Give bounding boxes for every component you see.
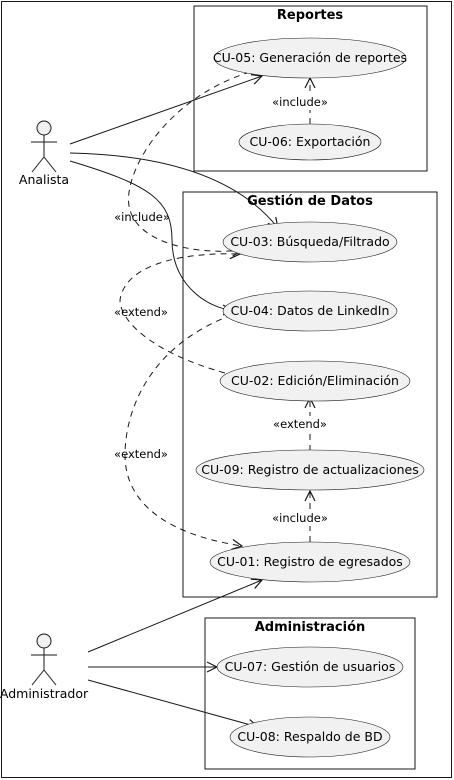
- label-extend-cu04-cu01: «extend»: [114, 447, 168, 461]
- use-case-cu02[interactable]: CU-02: Edición/Eliminación: [219, 360, 411, 402]
- use-case-cu04[interactable]: CU-04: Datos de LinkedIn: [222, 290, 398, 332]
- label-include-cu05-cu03: «include»: [114, 210, 170, 224]
- edge-administrador-cu01: [87, 580, 262, 653]
- label-include-cu01-cu09: «include»: [272, 511, 328, 525]
- edge-administrador-cu08: [87, 679, 258, 727]
- edge-analista-cu04: [69, 160, 233, 310]
- actor-administrador-label: Administrador: [0, 686, 89, 701]
- actor-analista-head: [36, 120, 52, 136]
- stereotype-labels: «include» «include» «extend» «extend» «e…: [114, 94, 330, 526]
- actor-analista[interactable]: Analista: [19, 120, 69, 187]
- edge-extend-cu04-cu01: [124, 314, 242, 546]
- use-case-cu08-label: CU-08: Respaldo de BD: [237, 729, 382, 744]
- edge-include-cu05-cu03: [128, 71, 251, 251]
- use-case-cu01-label: CU-01: Registro de egresados: [217, 554, 403, 569]
- package-reportes-title: Reportes: [277, 8, 344, 23]
- use-case-cu06-label: CU-06: Exportación: [250, 134, 371, 149]
- actor-administrador[interactable]: Administrador: [0, 633, 89, 701]
- use-case-cu04-label: CU-04: Datos de LinkedIn: [231, 303, 390, 318]
- edges: [69, 71, 310, 727]
- use-case-cu07[interactable]: CU-07: Gestión de usuarios: [216, 646, 404, 688]
- use-case-cu03[interactable]: CU-03: Búsqueda/Filtrado: [222, 221, 398, 263]
- edge-analista-cu05: [69, 76, 262, 145]
- use-case-cu05[interactable]: CU-05: Generación de reportes: [213, 37, 407, 79]
- use-case-cu01[interactable]: CU-01: Registro de egresados: [209, 541, 411, 583]
- label-extend-cu02-cu03: «extend»: [114, 305, 168, 319]
- use-case-cu05-label: CU-05: Generación de reportes: [213, 50, 407, 65]
- use-case-cu07-label: CU-07: Gestión de usuarios: [225, 659, 396, 674]
- use-case-cu02-label: CU-02: Edición/Eliminación: [231, 373, 399, 388]
- label-include-cu06-cu05: «include»: [272, 95, 328, 109]
- edge-extend-cu02-cu03: [119, 254, 240, 374]
- package-administracion-title: Administración: [255, 620, 366, 635]
- use-case-cu03-label: CU-03: Búsqueda/Filtrado: [230, 234, 389, 249]
- actor-analista-label: Analista: [19, 172, 69, 187]
- package-gestion-title: Gestión de Datos: [247, 194, 373, 209]
- edge-analista-cu03: [69, 152, 278, 228]
- actor-administrador-head: [36, 633, 52, 649]
- label-extend-cu09-cu02: «extend»: [273, 417, 327, 431]
- use-case-cu09[interactable]: CU-09: Registro de actualizaciones: [195, 449, 425, 491]
- use-case-cu09-label: CU-09: Registro de actualizaciones: [201, 462, 419, 477]
- use-case-cu08[interactable]: CU-08: Respaldo de BD: [229, 716, 391, 758]
- use-case-cu06[interactable]: CU-06: Exportación: [238, 123, 382, 161]
